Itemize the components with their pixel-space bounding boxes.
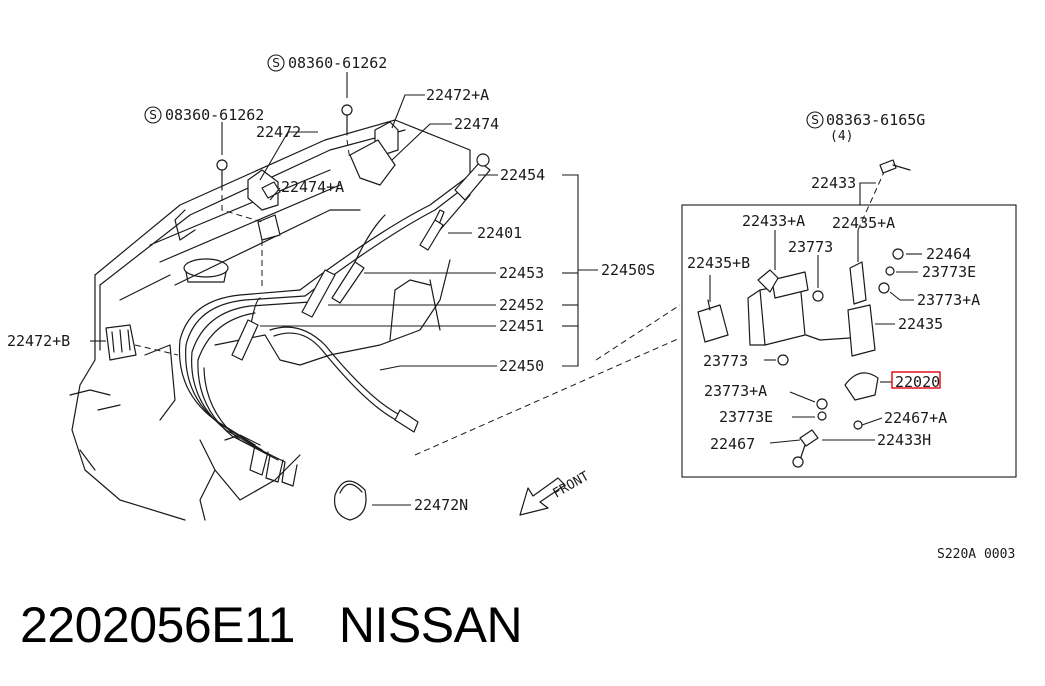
label-23773-a-right[interactable]: 23773+A: [917, 291, 980, 309]
label-22435[interactable]: 22435: [898, 315, 943, 333]
label-22451[interactable]: 22451: [499, 317, 544, 335]
label-22467-a[interactable]: 22467+A: [884, 409, 947, 427]
caption: 2202056E11 NISSAN: [20, 596, 523, 654]
label-22020[interactable]: 22020: [895, 373, 940, 391]
coil-assembly: [697, 159, 911, 468]
engine-illustration: [69, 104, 566, 521]
part-number: 2202056E11: [20, 597, 295, 653]
label-22472-a[interactable]: 22472+A: [426, 86, 489, 104]
ignition-coil-box: [681, 204, 1017, 478]
circle-s-text: S: [811, 113, 819, 127]
label-08363-6165g[interactable]: 08363-6165G: [826, 111, 925, 129]
label-22472[interactable]: 22472: [256, 123, 301, 141]
reference-code: S220A 0003: [937, 547, 1015, 562]
label-22435-a[interactable]: 22435+A: [832, 214, 895, 232]
label-23773e-top[interactable]: 23773E: [922, 263, 976, 281]
highlight-box: [891, 371, 941, 389]
label-22450[interactable]: 22450: [499, 357, 544, 375]
part-labels: 08360-61262 08360-61262 22472+A 22474 22…: [7, 54, 1015, 562]
circled-s-mark-2: S: [144, 106, 162, 124]
label-22467[interactable]: 22467: [710, 435, 755, 453]
circled-s-mark-1: S: [267, 54, 285, 72]
label-front: FRONT: [551, 469, 593, 502]
leader-lines: [90, 72, 922, 506]
label-22472-b[interactable]: 22472+B: [7, 332, 70, 350]
label-22450s[interactable]: 22450S: [601, 261, 655, 279]
label-22433-a[interactable]: 22433+A: [742, 212, 805, 230]
label-22474-a[interactable]: 22474+A: [281, 178, 344, 196]
label-22472n[interactable]: 22472N: [414, 496, 468, 514]
label-23773-mid[interactable]: 23773: [703, 352, 748, 370]
label-23773e-bottom[interactable]: 23773E: [719, 408, 773, 426]
label-22452[interactable]: 22452: [499, 296, 544, 314]
label-22433h[interactable]: 22433H: [877, 431, 931, 449]
label-23773-top[interactable]: 23773: [788, 238, 833, 256]
brand-name: NISSAN: [338, 597, 523, 653]
label-22433[interactable]: 22433: [811, 174, 856, 192]
label-22474[interactable]: 22474: [454, 115, 499, 133]
label-08363-qty: (4): [830, 129, 853, 144]
label-22401[interactable]: 22401: [477, 224, 522, 242]
dashed-guides: [134, 139, 886, 456]
label-22435-b[interactable]: 22435+B: [687, 254, 750, 272]
circle-s-text: S: [149, 108, 157, 122]
circled-s-mark-3: S: [806, 111, 824, 129]
label-22454[interactable]: 22454: [500, 166, 545, 184]
label-22453[interactable]: 22453: [499, 264, 544, 282]
label-08360-61262-top[interactable]: 08360-61262: [288, 54, 387, 72]
label-22464[interactable]: 22464: [926, 245, 971, 263]
circle-s-text: S: [272, 56, 280, 70]
label-08360-61262-left[interactable]: 08360-61262: [165, 106, 264, 124]
label-23773-a-left[interactable]: 23773+A: [704, 382, 767, 400]
